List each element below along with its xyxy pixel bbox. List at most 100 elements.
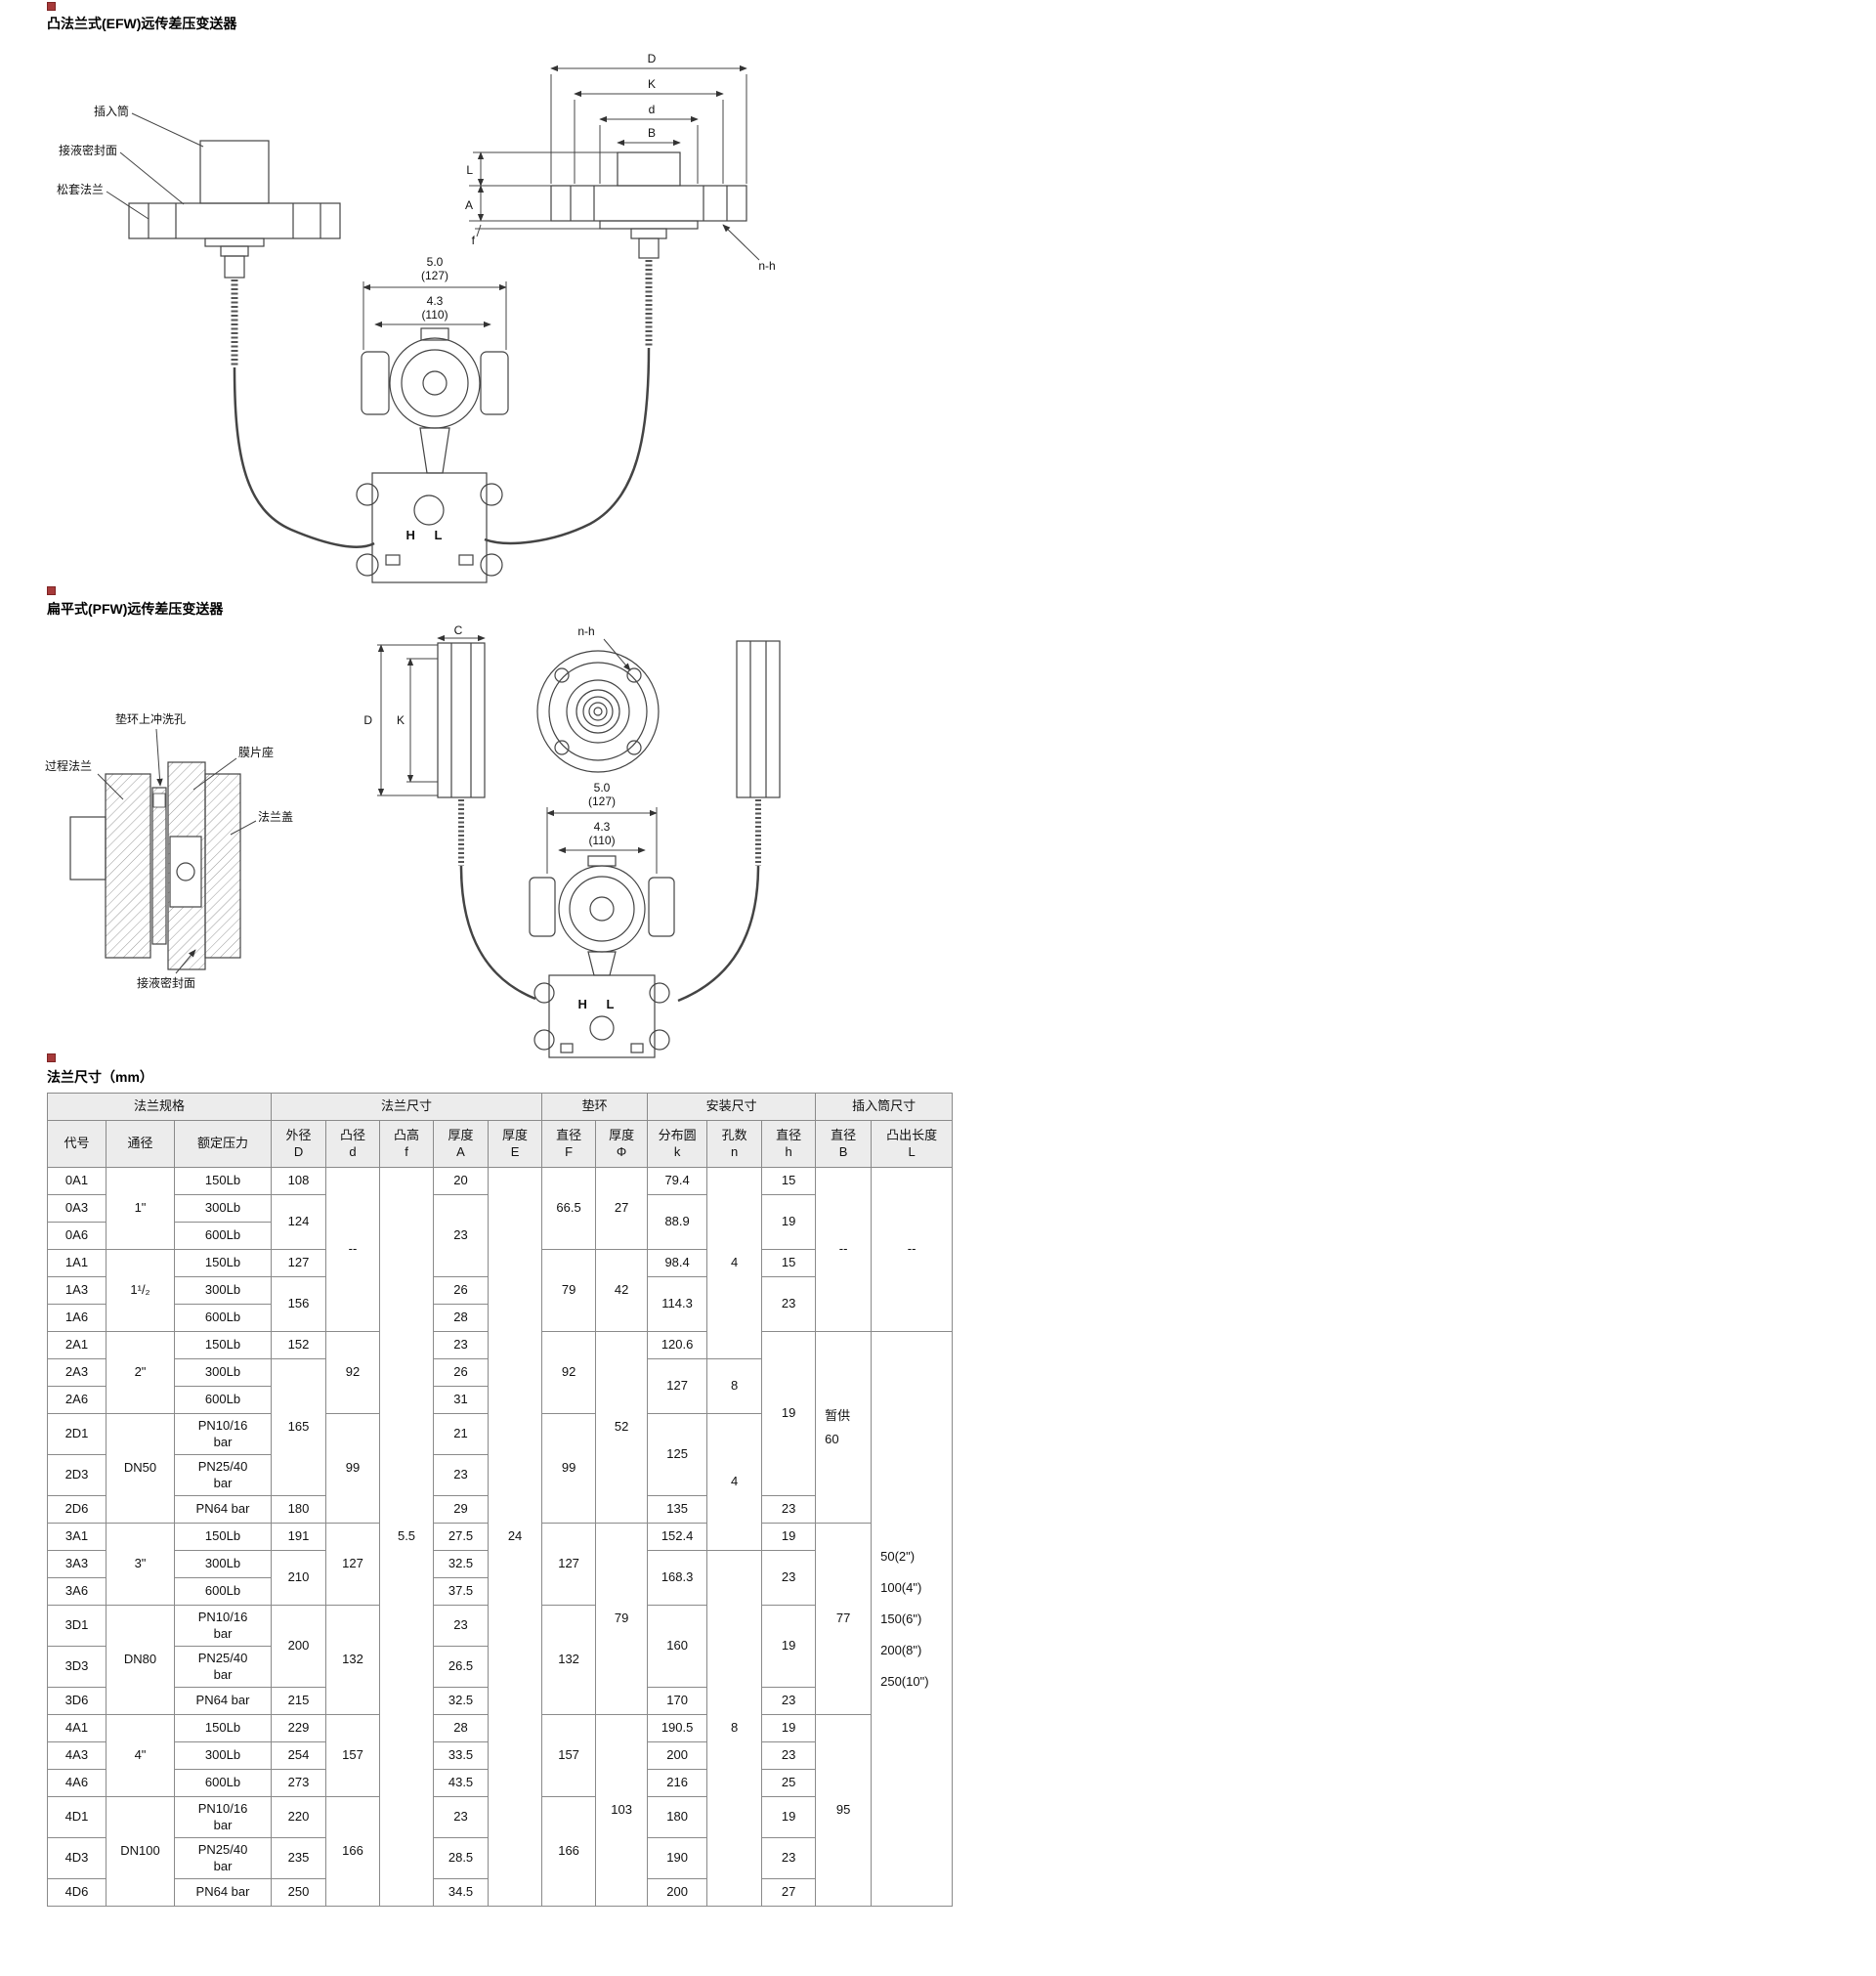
table-cell: 66.5 [541,1167,597,1250]
table-group-header-row: 法兰规格法兰尺寸垫环安装尺寸插入筒尺寸 [46,1093,954,1121]
table-cell: PN64 bar [173,1878,273,1907]
table-cell: 200 [647,1878,708,1907]
efw-dim-L: L [466,163,473,177]
table-cell: 79 [541,1249,597,1332]
table-cell: 170 [647,1687,708,1715]
table-cell: 52 [595,1331,649,1524]
table-cell: -- [325,1167,381,1332]
column-group-header: 法兰规格 [46,1093,273,1121]
table-cell: 99 [325,1413,381,1524]
table-cell: 0A3 [47,1194,107,1223]
table-cell: 99 [541,1413,597,1524]
table-cell: 600Lb [173,1304,273,1332]
table-cell: 2D1 [47,1413,107,1455]
efw-dim-K: K [648,77,656,91]
table-cell: 150Lb [173,1714,273,1742]
column-header: 代号 [47,1120,107,1168]
table-cell: 1" [106,1167,175,1250]
table-cell: 300Lb [173,1358,273,1387]
table-cell: PN10/16 bar [173,1605,273,1647]
table-cell: 108 [271,1167,327,1195]
table-cell: 23 [761,1550,817,1606]
table-cell: 1¹/₂ [106,1249,175,1332]
table-cell: 4D6 [47,1878,107,1907]
table-cell: 157 [541,1714,597,1797]
table-cell: 3" [106,1523,175,1606]
table-cell: 1A3 [47,1276,107,1305]
table-cell: 23 [433,1194,490,1277]
table-cell: 33.5 [433,1741,490,1770]
efw-right-flange-assembly [550,151,747,259]
table-cell: 26 [433,1358,490,1387]
pfw-label-process-flange: 过程法兰 [45,758,92,773]
table-cell: 50(2") 100(4") 150(6") 200(8") 250(10") [871,1331,954,1907]
table-cell: DN50 [106,1413,175,1524]
efw-capillaries [231,260,653,548]
table-cell: 127 [271,1249,327,1277]
table-cell: 32.5 [433,1550,490,1578]
table-cell: 42 [595,1249,649,1332]
table-cell: 79 [595,1523,649,1715]
table-cell: 135 [647,1495,708,1524]
efw-dim-width-in: 5.0 [427,255,444,269]
table-cell: 32.5 [433,1687,490,1715]
efw-label-insert-cylinder: 插入筒 [94,104,129,118]
column-header: 直径 h [761,1120,817,1168]
table-cell: PN10/16 bar [173,1796,273,1838]
table-cell: 273 [271,1769,327,1797]
table-cell: 600Lb [173,1769,273,1797]
table-cell: 220 [271,1796,327,1838]
table-cell: 19 [761,1331,817,1496]
table-cell: 3A3 [47,1550,107,1578]
table-cell: 600Lb [173,1386,273,1414]
table-cell: 152.4 [647,1523,708,1551]
table-cell: 300Lb [173,1194,273,1223]
table-cell: 19 [761,1714,817,1742]
table-cell: 19 [761,1796,817,1838]
pfw-dim-width2-mm: (110) [588,834,615,847]
table-cell: 4 [706,1413,763,1551]
table-cell: DN100 [106,1796,175,1907]
pfw-side-view [437,642,486,798]
table-cell: 150Lb [173,1167,273,1195]
efw-label-hl: H L [406,528,450,542]
section-title-flange-table: 法兰尺寸（mm） [47,1069,153,1085]
table-cell: 180 [271,1495,327,1524]
table-cell: 4D1 [47,1796,107,1838]
table-cell: 88.9 [647,1194,708,1250]
column-group-header: 安装尺寸 [647,1093,817,1121]
table-cell: 2" [106,1331,175,1414]
column-header: 厚度 A [433,1120,490,1168]
table-cell: 2D6 [47,1495,107,1524]
table-cell: 103 [595,1714,649,1907]
table-cell: 8 [706,1550,763,1907]
table-cell: 160 [647,1605,708,1688]
table-cell: 215 [271,1687,327,1715]
table-cell: PN64 bar [173,1495,273,1524]
table-cell: 27 [595,1167,649,1250]
table-cell: 19 [761,1194,817,1250]
pfw-cross-section [69,761,241,970]
table-cell: 23 [761,1495,817,1524]
pfw-dim-width-mm: (127) [588,795,616,808]
table-cell: 24 [488,1167,543,1907]
table-cell: 300Lb [173,1741,273,1770]
efw-label-loose-flange: 松套法兰 [57,183,104,196]
table-cell: 0A6 [47,1222,107,1250]
table-cell: 23 [761,1687,817,1715]
pfw-transmitter [529,855,675,1058]
pfw-dim-K: K [397,713,405,727]
table-cell: 127 [325,1523,381,1606]
table-cell: 229 [271,1714,327,1742]
table-cell: 31 [433,1386,490,1414]
table-cell: 98.4 [647,1249,708,1277]
pfw-dim-C: C [454,625,463,637]
table-cell: 20 [433,1167,490,1195]
pfw-label-hl: H L [578,997,622,1011]
